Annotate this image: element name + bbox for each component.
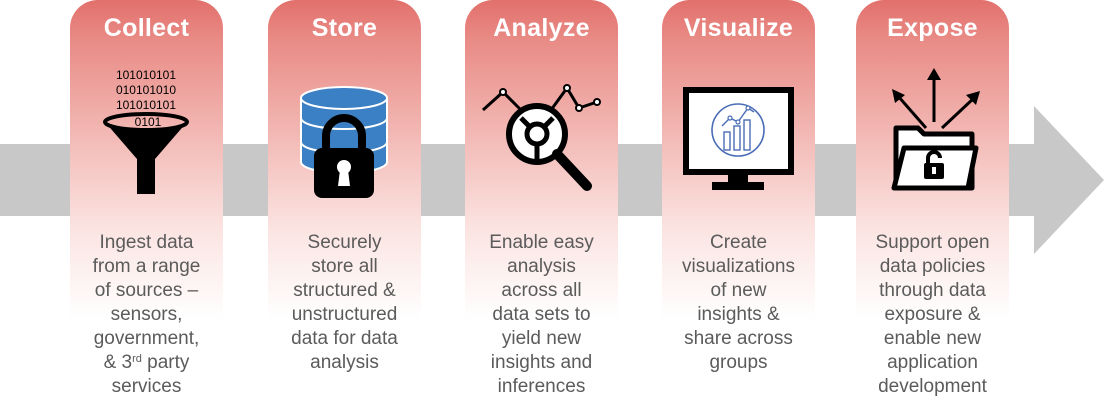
binary-line: 0101 — [135, 115, 162, 129]
step-card-background — [268, 0, 421, 416]
step-description: Securely store all structured & unstruct… — [291, 232, 398, 373]
step-card-background — [465, 0, 618, 416]
open-folder-lock-icon — [891, 68, 980, 191]
step-title: Expose — [887, 14, 978, 42]
step-title: Store — [311, 14, 378, 42]
step-visualize: Visualize Create visualizations of new i… — [662, 0, 815, 416]
step-title: Analyze — [493, 14, 590, 42]
step-description: Support open data policies through data … — [875, 232, 990, 397]
step-expose: Expose Support open data policies throug… — [856, 0, 1009, 416]
step-title: Visualize — [683, 14, 794, 42]
magnifier-analysis-icon — [481, 84, 601, 191]
step-card-background — [70, 0, 223, 416]
step-description: Enable easy analysis across all data set… — [489, 232, 594, 397]
binary-line: 101010101 — [116, 68, 176, 82]
step-card-background — [662, 0, 815, 416]
step-description: Create visualizations of new insights & … — [682, 232, 795, 373]
step-collect: Collect 101010101 010101010 101010101 01… — [70, 0, 223, 416]
binary-line: 010101010 — [116, 83, 176, 97]
step-title: Collect — [103, 14, 190, 42]
step-card-background — [856, 0, 1009, 416]
step-analyze: Analyze Enable easy analysis across all … — [465, 0, 618, 416]
step-store: Store Securely store all structured & un… — [268, 0, 421, 416]
step-description: Ingest data from a range of sources – se… — [92, 232, 201, 397]
funnel-icon: 101010101 010101010 101010101 0101 — [103, 68, 189, 194]
monitor-chart-icon — [683, 87, 794, 190]
database-lock-icon — [300, 86, 388, 198]
binary-line: 101010101 — [116, 98, 176, 112]
